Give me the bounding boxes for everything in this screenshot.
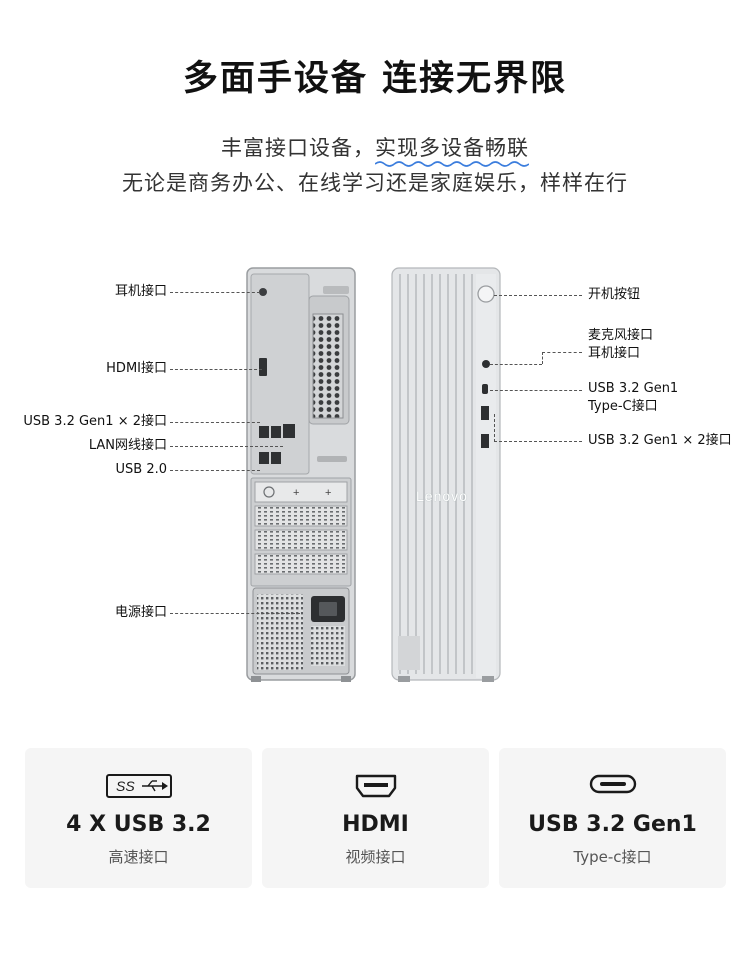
subtitle-plain: 丰富接口设备， — [221, 136, 375, 160]
usb-c-port-icon — [589, 774, 636, 794]
feature-card-usbc: USB 3.2 Gen1 Type-c接口 — [499, 748, 726, 888]
label-front-headphone: 耳机接口 — [588, 346, 641, 361]
card-title: USB 3.2 Gen1 — [528, 812, 697, 837]
hdmi-port-icon — [355, 774, 396, 798]
leader-line — [542, 352, 582, 353]
label-rear-power: 电源接口 — [114, 605, 167, 620]
leader-line — [170, 292, 260, 293]
subtitle-line-1: 丰富接口设备，实现多设备畅联 — [0, 132, 750, 167]
leader-line — [494, 441, 582, 442]
feature-card-hdmi: HDMI 视频接口 — [262, 748, 489, 888]
brand-logo: Lenovo — [416, 488, 468, 504]
feature-card-usb: SS 4 X USB 3.2 高速接口 — [25, 748, 252, 888]
label-rear-lan: LAN网线接口 — [88, 438, 167, 453]
subtitle-highlight-text: 实现多设备畅联 — [375, 136, 529, 160]
front-chassis-image — [391, 267, 501, 682]
card-subtitle: Type-c接口 — [573, 848, 652, 866]
label-front-usbc-line1: USB 3.2 Gen1 — [588, 381, 679, 396]
label-rear-hdmi: HDMI接口 — [106, 361, 167, 376]
svg-text:+: + — [293, 487, 299, 499]
label-front-power-button: 开机按钮 — [588, 287, 641, 302]
subtitle-highlight: 实现多设备畅联 — [375, 136, 529, 167]
card-subtitle: 视频接口 — [345, 848, 406, 866]
leader-line — [490, 364, 542, 365]
card-title: HDMI — [342, 812, 409, 837]
card-title: 4 X USB 3.2 — [66, 812, 211, 837]
ss-mark: SS — [116, 778, 135, 794]
label-front-usb32: USB 3.2 Gen1 × 2接口 — [588, 433, 732, 448]
leader-line — [170, 613, 300, 614]
leader-line — [170, 470, 260, 471]
leader-line — [490, 390, 582, 391]
label-rear-headphone: 耳机接口 — [114, 284, 167, 299]
label-front-mic: 麦克风接口 — [588, 328, 654, 343]
label-rear-usb32: USB 3.2 Gen1 × 2接口 — [23, 414, 167, 429]
rear-chassis-image: + + — [246, 267, 356, 682]
leader-line — [170, 446, 283, 447]
wavy-underline — [375, 161, 529, 167]
label-rear-usb20: USB 2.0 — [115, 462, 168, 477]
leader-line — [542, 352, 543, 364]
leader-line — [494, 295, 582, 296]
leader-line — [494, 414, 495, 442]
card-subtitle: 高速接口 — [108, 848, 169, 866]
ss-usb-icon: SS — [105, 774, 172, 798]
subtitle-line-2: 无论是商务办公、在线学习还是家庭娱乐，样样在行 — [122, 171, 628, 195]
leader-line — [170, 422, 260, 423]
leader-line — [170, 369, 262, 370]
svg-text:+: + — [325, 487, 331, 499]
page-title: 多面手设备 连接无界限 — [182, 59, 568, 99]
label-front-usbc-line2: Type-C接口 — [588, 399, 658, 414]
